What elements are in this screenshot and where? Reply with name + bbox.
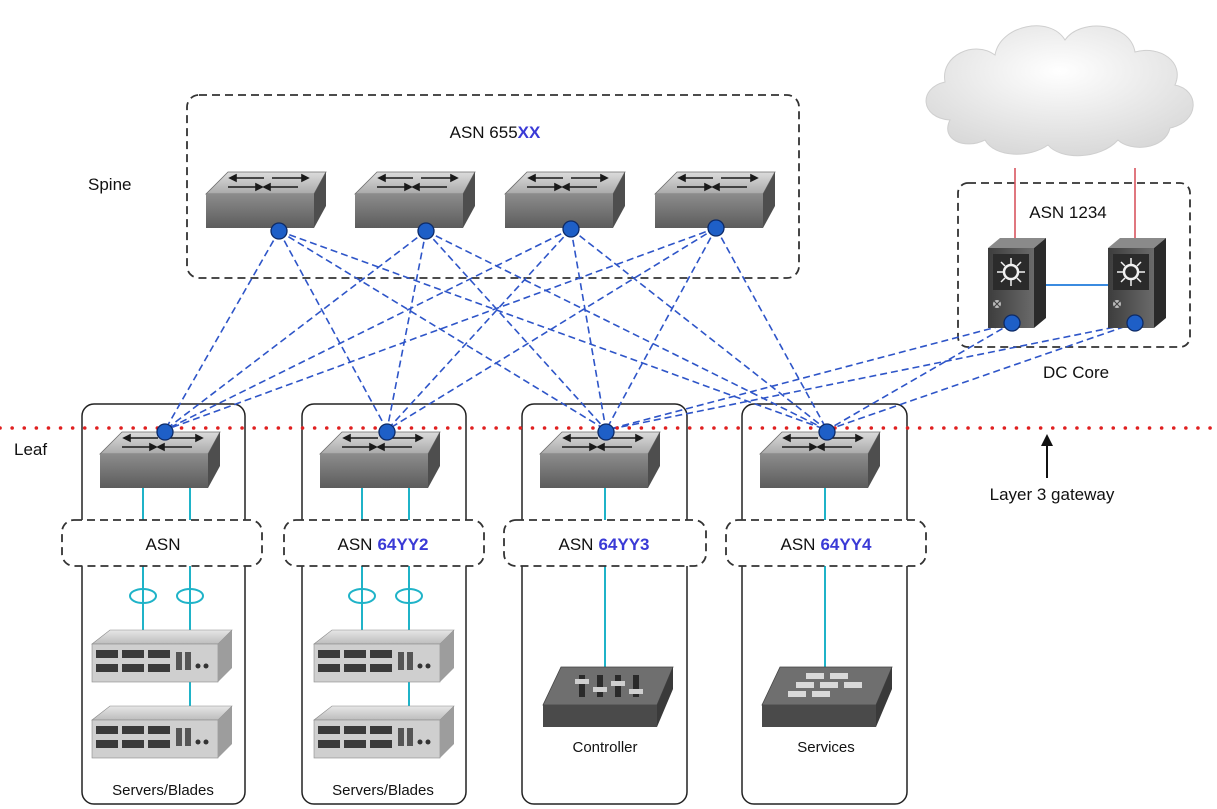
device-label-4: Services: [797, 739, 855, 756]
arrow-up-icon: [1041, 434, 1053, 478]
server-icon: [91, 629, 233, 683]
layer3-gateway-label: Layer 3 gateway: [990, 485, 1115, 504]
spine-switch-3: [504, 171, 626, 229]
device-label-1: Servers/Blades: [112, 782, 214, 799]
spine-asn-label: ASN 655XX: [450, 123, 541, 142]
leaf-rack-1: [81, 403, 246, 805]
core-switch-1: [986, 236, 1048, 330]
server-icon: [313, 629, 455, 683]
core-asn-label: ASN 1234: [1029, 203, 1107, 222]
leaf-rack-4: [741, 403, 908, 805]
spine-asn-box: [186, 94, 800, 279]
port-dot: [417, 222, 435, 240]
cloud-icon: [925, 25, 1194, 157]
leaf-rack-3: [521, 403, 688, 805]
leaf-switch-3: [539, 431, 661, 489]
port-dot: [1003, 314, 1021, 332]
device-label-2: Servers/Blades: [332, 782, 434, 799]
leaf-switch-1: [99, 431, 221, 489]
leaf-asn-box-2: [283, 519, 485, 567]
leaf-asn-label-1: ASN: [146, 535, 181, 554]
core-switch-2: [1106, 236, 1168, 330]
leaf-switch-2: [319, 431, 441, 489]
leaf-asn-box-4: [725, 519, 927, 567]
port-dot: [562, 220, 580, 238]
controller-icon: [542, 666, 674, 728]
port-dot: [156, 423, 174, 441]
spine-leaf-links: [164, 227, 1136, 431]
port-dot: [707, 219, 725, 237]
services-icon: [761, 666, 893, 728]
leaf-switch-4: [759, 431, 881, 489]
port-dot: [378, 423, 396, 441]
spine-label: Spine: [88, 175, 131, 194]
server-icon: [313, 705, 455, 759]
leaf-label: Leaf: [14, 440, 47, 459]
port-dot: [597, 423, 615, 441]
dc-core-box: [957, 182, 1191, 348]
port-dot: [270, 222, 288, 240]
server-icon: [91, 705, 233, 759]
spine-switch-2: [354, 171, 476, 229]
leaf-asn-box-1: [61, 519, 263, 567]
leaf-asn-box-3: [503, 519, 707, 567]
port-dot: [1126, 314, 1144, 332]
device-label-3: Controller: [572, 739, 637, 756]
leaf-rack-2: [301, 403, 467, 805]
dc-core-label: DC Core: [1043, 363, 1109, 382]
spine-switch-1: [205, 171, 327, 229]
port-dot: [818, 423, 836, 441]
